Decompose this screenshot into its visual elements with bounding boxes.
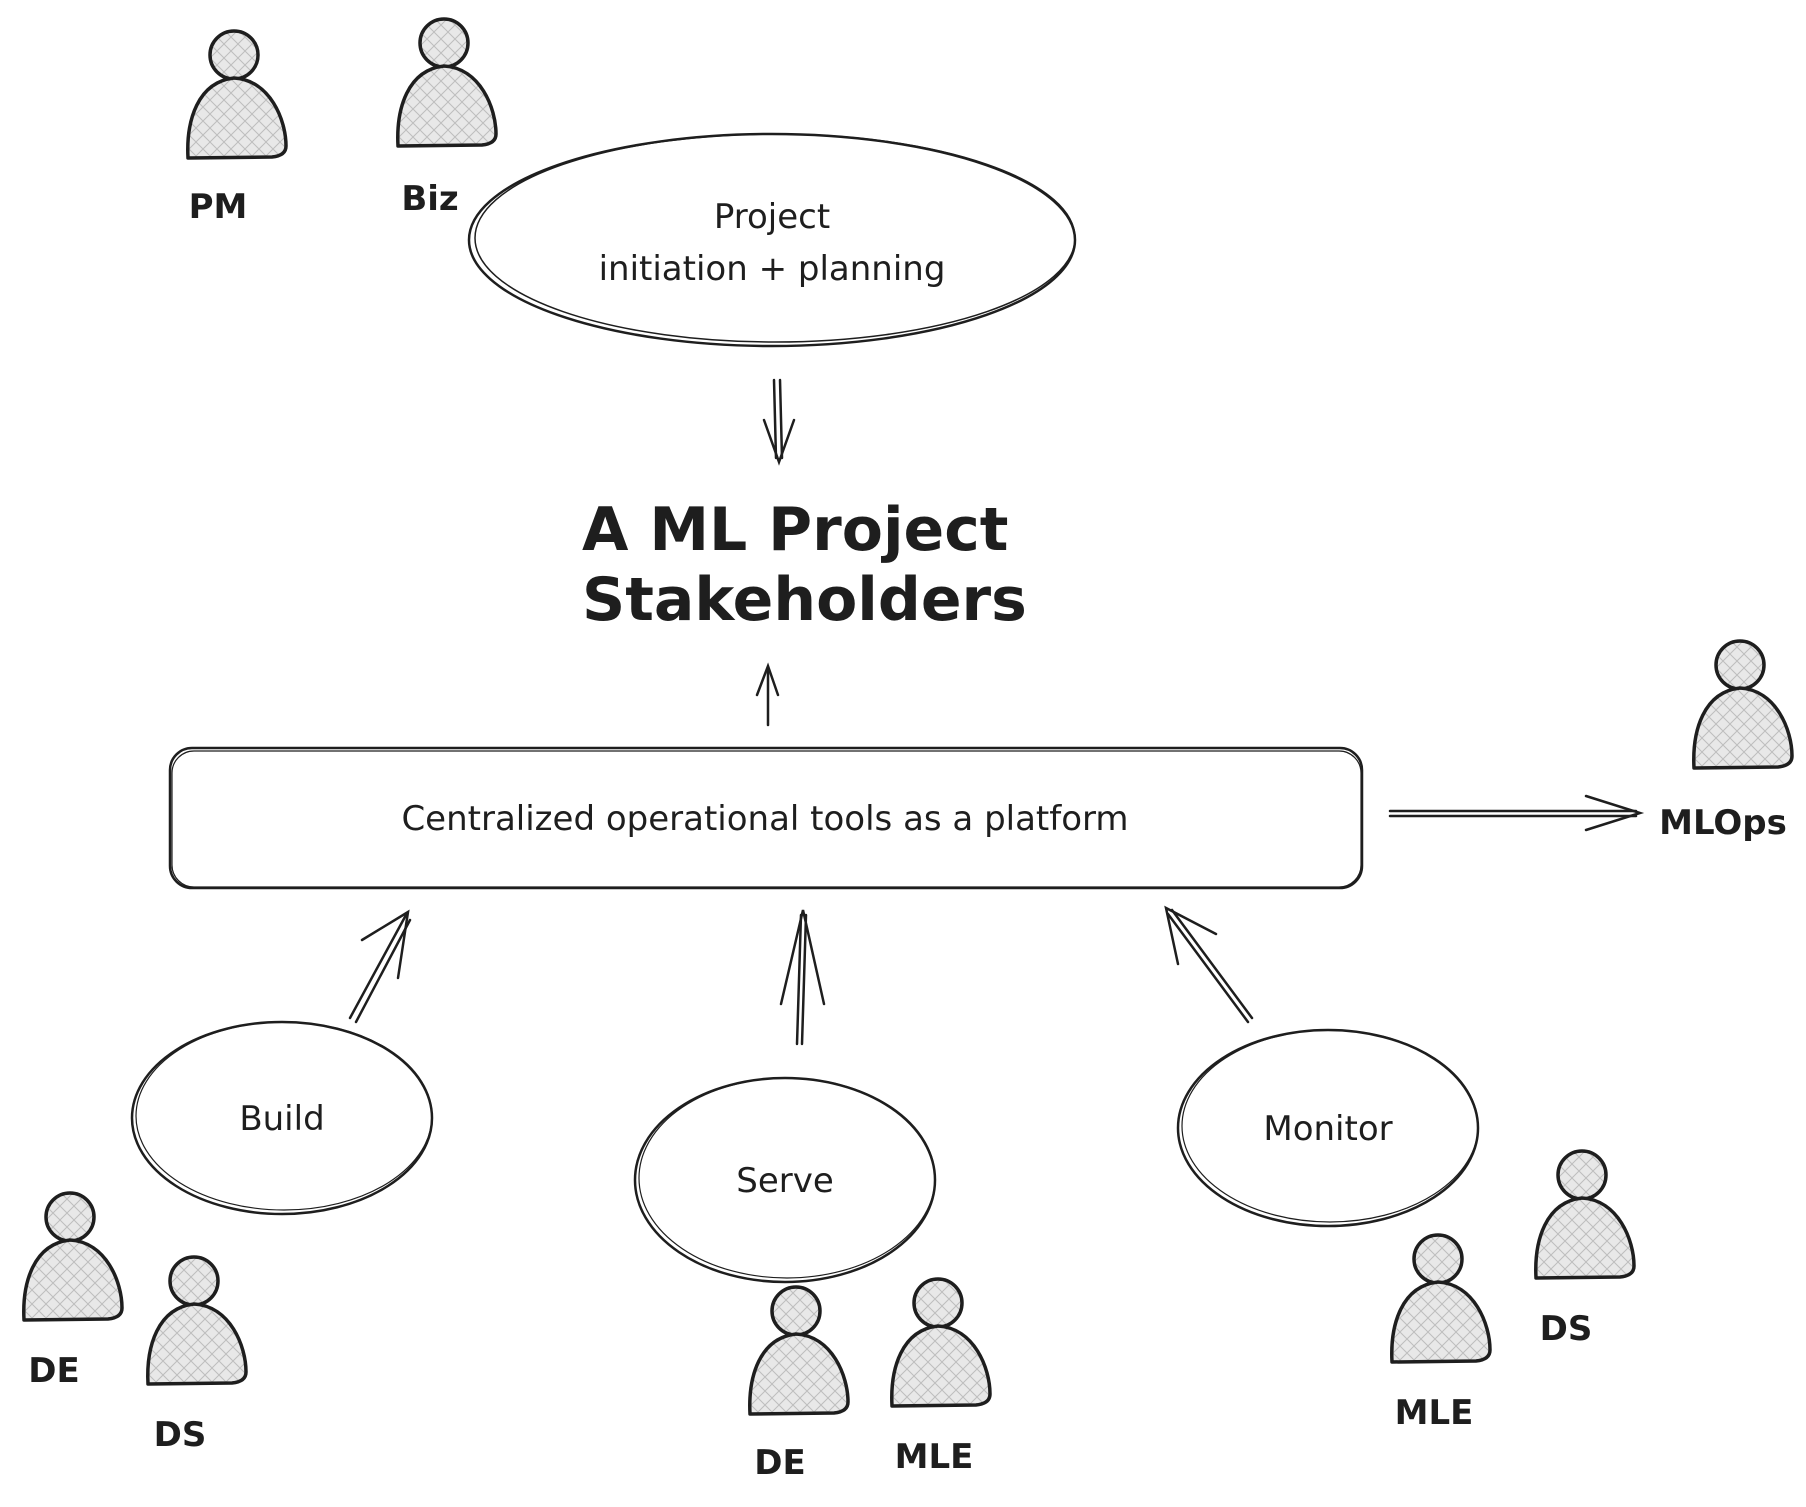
build-label: Build bbox=[239, 1099, 324, 1139]
person-build-ds: DS bbox=[146, 1255, 248, 1455]
person-monitor-ds: DS bbox=[1534, 1149, 1636, 1349]
person-monitor-mle-icon bbox=[1390, 1233, 1492, 1364]
person-pm: PM bbox=[186, 29, 288, 227]
role-label-build-ds: DS bbox=[154, 1415, 207, 1455]
role-label-pm: PM bbox=[189, 187, 248, 227]
title-line1: A ML Project bbox=[582, 495, 1008, 565]
arrow-serve-to-platform bbox=[779, 909, 826, 1046]
person-mlops: MLOps bbox=[1659, 639, 1794, 843]
diagram-title: A ML Project Stakeholders bbox=[582, 495, 1027, 635]
person-build-ds-icon bbox=[146, 1255, 248, 1386]
arrow-build-to-platform bbox=[348, 909, 412, 1024]
person-build-de: DE bbox=[22, 1191, 124, 1391]
monitor-node: Monitor bbox=[1176, 1028, 1480, 1228]
role-label-serve-de: DE bbox=[754, 1443, 805, 1483]
title-line2: Stakeholders bbox=[582, 565, 1027, 635]
person-monitor-mle: MLE bbox=[1390, 1233, 1492, 1433]
role-label-mlops: MLOps bbox=[1659, 803, 1787, 843]
platform-box: Centralized operational tools as a platf… bbox=[168, 746, 1364, 890]
planning-label-line2: initiation + planning bbox=[599, 249, 946, 289]
person-serve-mle: MLE bbox=[890, 1277, 992, 1477]
role-label-monitor-mle: MLE bbox=[1395, 1393, 1474, 1433]
role-label-monitor-ds: DS bbox=[1540, 1309, 1593, 1349]
person-serve-de: DE bbox=[748, 1285, 850, 1483]
role-label-serve-mle: MLE bbox=[895, 1437, 974, 1477]
person-biz: Biz bbox=[396, 17, 498, 219]
arrow-platform-to-title bbox=[755, 662, 780, 727]
person-serve-de-icon bbox=[748, 1285, 850, 1416]
platform-label: Centralized operational tools as a platf… bbox=[401, 799, 1128, 839]
person-pm-icon bbox=[186, 29, 288, 160]
build-node: Build bbox=[130, 1020, 434, 1216]
arrow-monitor-to-platform bbox=[1164, 905, 1254, 1024]
planning-label-line1: Project bbox=[714, 197, 830, 237]
arrow-planning-to-title bbox=[762, 378, 796, 466]
serve-label: Serve bbox=[736, 1161, 834, 1201]
role-label-biz: Biz bbox=[401, 179, 458, 219]
person-build-de-icon bbox=[22, 1191, 124, 1322]
person-mlops-icon bbox=[1692, 639, 1794, 770]
person-serve-mle-icon bbox=[890, 1277, 992, 1408]
planning-node: Project initiation + planning bbox=[467, 132, 1077, 348]
role-label-build-de: DE bbox=[28, 1351, 79, 1391]
arrow-platform-to-mlops bbox=[1388, 794, 1645, 832]
monitor-label: Monitor bbox=[1263, 1109, 1392, 1149]
person-monitor-ds-icon bbox=[1534, 1149, 1636, 1280]
person-biz-icon bbox=[396, 17, 498, 148]
serve-node: Serve bbox=[633, 1076, 937, 1284]
